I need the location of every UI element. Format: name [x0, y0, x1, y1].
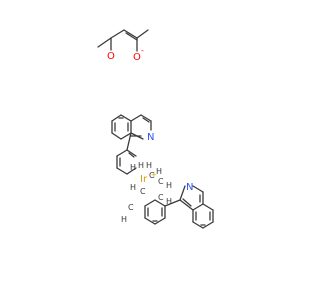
- h-label-2: H: [138, 161, 144, 170]
- iridium-positive-charge: +: [151, 171, 157, 179]
- isoquinoline-top-nitrogen-label: N: [147, 132, 154, 143]
- acac-ketone-oxygen-label: O: [107, 51, 115, 62]
- atom-label-layer: O O - N N Ir + H H H H C C H H C C H C H: [107, 46, 193, 224]
- c-label-3: C: [140, 187, 146, 196]
- h-label-5: H: [166, 181, 172, 190]
- molecule-canvas: O O - N N Ir + H H H H C C H H C C H C H: [97, 29, 214, 229]
- h-label-7: H: [166, 197, 172, 206]
- isoquinoline-top: [111, 114, 152, 140]
- structure-diagram: O O - N N Ir + H H H H C C H H C C H C H: [97, 29, 214, 229]
- c-label-4: C: [158, 193, 164, 202]
- phenyl-top: [116, 132, 137, 175]
- h-label-6: H: [130, 183, 136, 192]
- c-label-5: C: [128, 203, 134, 212]
- isoquinoline-bottom-nitrogen-label: N: [186, 182, 193, 193]
- h-label-4: H: [156, 167, 162, 176]
- acac-negative-charge: -: [141, 46, 144, 55]
- isoquinoline-bottom: [179, 185, 214, 229]
- bond-layer: [97, 29, 214, 229]
- h-label-3: H: [146, 161, 152, 170]
- c-label-1: C: [149, 171, 155, 180]
- acac-ligand: [97, 29, 149, 52]
- h-label-1: H: [130, 163, 136, 172]
- phenyl-bottom: [144, 199, 181, 225]
- h-label-8: H: [121, 215, 127, 224]
- iridium-atom-label: Ir: [140, 174, 148, 185]
- acac-oxide-oxygen-label: O: [133, 52, 141, 63]
- c-label-2: C: [158, 177, 164, 186]
